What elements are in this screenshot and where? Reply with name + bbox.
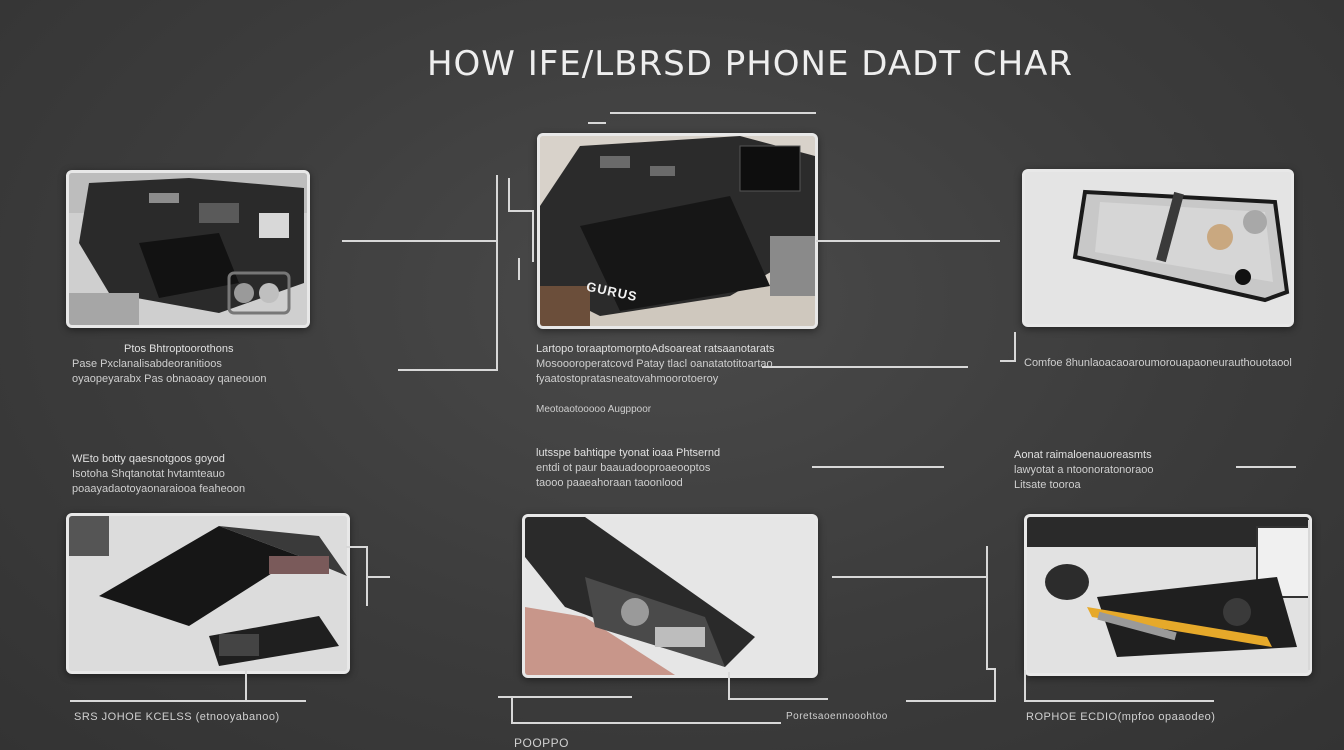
footer-label-center: POOPPO [514, 736, 570, 750]
caption-internal-closeup: lutsspe bahtiqpe tyonat ioaa Phtsernd en… [536, 447, 721, 489]
connector-line [1014, 332, 1016, 362]
caption-circuit-board: Lartopo toraaptomorptoAdsoareat ratsaano… [536, 343, 775, 415]
disassembled-phone-photo [66, 170, 310, 328]
parts-tray-illustration [69, 516, 347, 671]
connector-line [816, 240, 1000, 242]
connector-line [1236, 466, 1296, 468]
repair-tools-tray-photo [1024, 514, 1312, 676]
connector-line [1000, 360, 1016, 362]
connector-line [342, 240, 498, 242]
connector-line [346, 546, 366, 548]
caption-parts-tray: WEto botty qaesnotgoos goyod Isotoha Shq… [72, 453, 246, 495]
connector-line [518, 258, 520, 280]
internal-closeup-illustration [525, 517, 815, 675]
connector-line [832, 576, 988, 578]
connector-line [762, 366, 968, 368]
connector-line [1308, 520, 1310, 670]
phone-frame-tray-photo [1022, 169, 1294, 327]
connector-line [532, 210, 534, 262]
connector-line [1024, 700, 1214, 702]
connector-line [728, 672, 730, 698]
repair-tools-illustration [1027, 517, 1309, 673]
footer-label-left: SRS JOHOE KCELSS (etnooyabanoo) [74, 711, 280, 723]
connector-line [511, 696, 513, 724]
connector-line [986, 668, 996, 670]
phone-circuit-board-photo: GURUS [537, 133, 818, 329]
caption-disassembled-phone: Ptos Bhtroptoorothons Pase Pxclanalisabd… [72, 343, 267, 385]
connector-line [511, 722, 781, 724]
connector-line [728, 698, 828, 700]
connector-line [496, 175, 498, 371]
page-title: HOW IFE/LBRSD PHONE DADT CHAR [426, 44, 1074, 84]
connector-line [1024, 670, 1026, 700]
connector-line [588, 122, 606, 124]
connector-line [906, 700, 996, 702]
connector-line [245, 670, 247, 700]
caption-repair-tools: Aonat raimaloenauoreasmts lawyotat a nto… [1014, 449, 1154, 491]
connector-line [812, 466, 944, 468]
connector-line [508, 210, 534, 212]
connector-line [508, 178, 510, 212]
footer-label-right: ROPHOE ECDIO(mpfoo opaaodeo) [1026, 711, 1216, 723]
caption-frame-tray: Comfoe 8hunlaoacaoaroumorouapaoneurautho… [1024, 357, 1292, 369]
connector-line [610, 112, 816, 114]
phone-internal-closeup-photo [522, 514, 818, 678]
connector-line [366, 576, 390, 578]
connector-line [986, 546, 988, 670]
connector-line [994, 668, 996, 700]
connector-line [498, 696, 632, 698]
disassembled-phone-illustration [69, 173, 307, 325]
frame-tray-illustration [1025, 172, 1291, 324]
circuit-board-illustration [540, 136, 815, 326]
connector-line [70, 700, 306, 702]
connector-line [398, 369, 498, 371]
footer-label-mid: Poretsaoennooohtoo [786, 711, 888, 722]
phone-parts-tray-photo [66, 513, 350, 674]
